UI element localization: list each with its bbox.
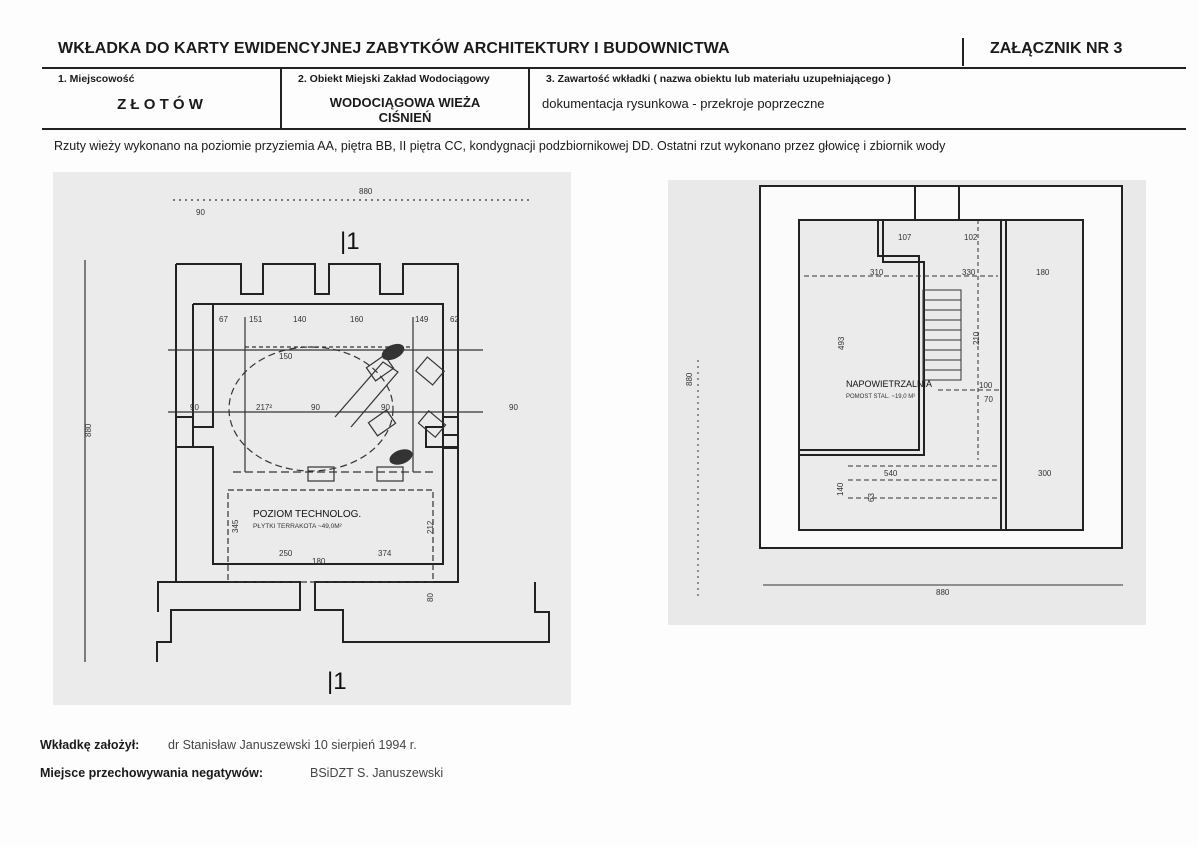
dim-140: 140	[293, 315, 307, 324]
dim-150: 150	[279, 352, 293, 361]
dim-374: 374	[378, 549, 392, 558]
right-dim-300: 300	[1038, 469, 1052, 478]
right-dim-107: 107	[898, 233, 912, 242]
dim-62: 62	[450, 315, 459, 324]
header-divider	[962, 38, 964, 66]
dim-160: 160	[350, 315, 364, 324]
negatives-value: BSiDZT S. Januszewski	[310, 766, 444, 780]
dim-90-far: 90	[509, 403, 518, 412]
section-mark-top: |1	[340, 228, 360, 255]
dim-345: 345	[231, 519, 240, 533]
right-dim-310: 310	[870, 268, 884, 277]
contents-value: dokumentacja rysunkowa - przekroje poprz…	[542, 96, 825, 111]
right-dim-bottom-overall: 880	[936, 588, 950, 597]
fields-rule	[42, 128, 1186, 130]
technological-level-area: PŁYTKI TERRAKOTA ~49,0M²	[253, 523, 343, 530]
form-title: WKŁADKA DO KARTY EWIDENCYJNEJ ZABYTKÓW A…	[58, 40, 730, 57]
right-dim-330: 330	[962, 268, 976, 277]
dim-top-small: 90	[196, 208, 205, 217]
annex-number: ZAŁĄCZNIK NR 3	[990, 40, 1123, 57]
dim-250: 250	[279, 549, 293, 558]
dim-90-mid: 90	[311, 403, 320, 412]
aeration-room-area: POMOST STAL. ~19,0 M²	[846, 394, 915, 400]
drawing-description: Rzuty wieży wykonano na poziomie przyzie…	[54, 139, 946, 153]
header-rule	[42, 67, 1186, 69]
dim-212: 212	[426, 520, 435, 534]
object-value-line2: CIŚNIEŃ	[378, 110, 432, 125]
dim-151: 151	[249, 315, 263, 324]
dim-67: 67	[219, 315, 228, 324]
left-floor-plan: 90 880 880 67 151 140 160 149 62 150 90 …	[53, 172, 571, 705]
right-dim-493: 493	[837, 336, 846, 350]
right-dim-70: 70	[984, 395, 993, 404]
author-label: Wkładkę założył:	[40, 738, 140, 752]
dim-80: 80	[426, 593, 435, 602]
right-dim-210: 210	[972, 331, 981, 345]
locality-label: 1. Miejscowość	[58, 73, 135, 85]
dim-90-right: 90	[381, 403, 390, 412]
object-label: 2. Obiekt Miejski Zakład Wodociągowy	[298, 73, 490, 85]
section-mark-bottom: |1	[327, 668, 347, 695]
left-plan-drawing: 90 880 880 67 151 140 160 149 62 150 90 …	[84, 187, 550, 695]
author-value: dr Stanisław Januszewski 10 sierpień 199…	[168, 738, 417, 752]
right-dim-180: 180	[1036, 268, 1050, 277]
right-dim-140: 140	[836, 482, 845, 496]
contents-label: 3. Zawartość wkładki ( nazwa obiektu lub…	[546, 73, 891, 85]
locality-value: Z Ł O T Ó W	[117, 96, 203, 113]
negatives-label: Miejsce przechowywania negatywów:	[40, 766, 263, 780]
dim-149: 149	[415, 315, 429, 324]
right-plan-drawing: 107 102 310 330 180 493 210 100 70 540 1…	[685, 185, 1123, 600]
right-dim-100: 100	[979, 381, 993, 390]
dim-left-overall: 880	[84, 423, 93, 437]
field-divider-2	[528, 68, 530, 128]
technological-level-label: POZIOM TECHNOLOG.	[253, 509, 361, 520]
object-value-line1: WODOCIĄGOWA WIEŻA	[329, 95, 481, 110]
aeration-room-label: NAPOWIETRZALNIA	[846, 379, 932, 389]
right-dim-540: 540	[884, 469, 898, 478]
right-floor-plan: 107 102 310 330 180 493 210 100 70 540 1…	[668, 180, 1146, 625]
right-dim-left-overall: 880	[685, 372, 694, 386]
dim-180: 180	[312, 557, 326, 566]
right-dim-102: 102	[964, 233, 978, 242]
dim-217: 217²	[256, 403, 272, 412]
dim-top-overall: 880	[359, 187, 373, 196]
field-divider-1	[280, 68, 282, 128]
right-dim-63: 63	[867, 493, 876, 502]
dim-90-left: 90	[190, 403, 199, 412]
